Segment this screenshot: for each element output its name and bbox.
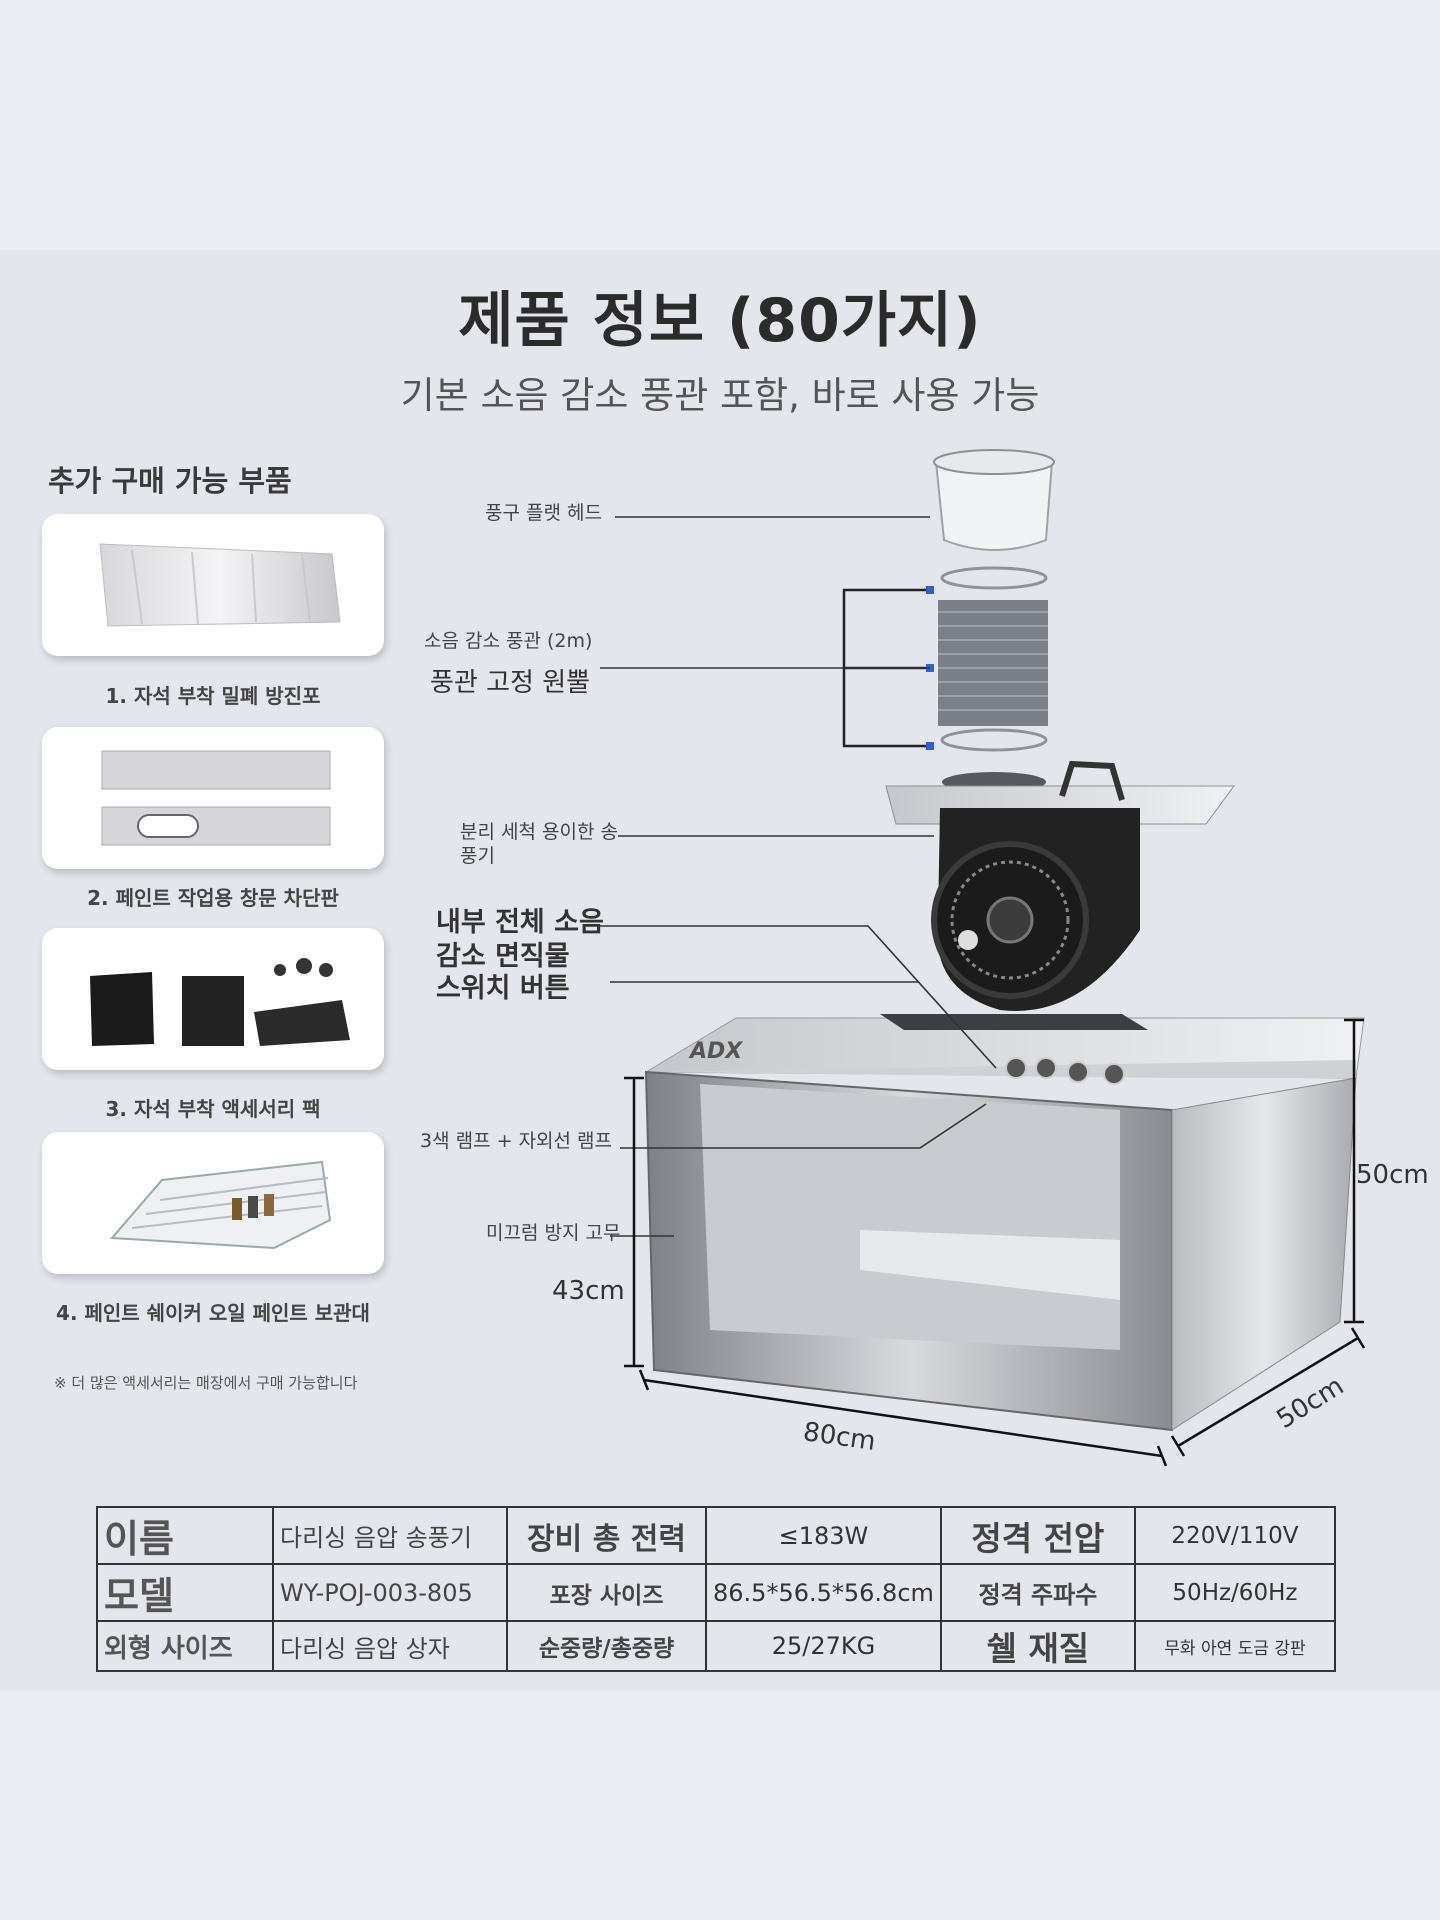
top-band: [0, 0, 1440, 250]
knob-icon: [1103, 1063, 1125, 1085]
spec-value: 86.5*56.5*56.8cm: [705, 1563, 942, 1622]
spec-value: ≤183W: [705, 1506, 942, 1565]
spec-value: WY-POJ-003-805: [272, 1563, 508, 1622]
spec-key: 순중량/총중량: [506, 1620, 707, 1672]
accessory-card-window-panel: [42, 727, 384, 869]
spec-key: 정격 전압: [939, 1506, 1136, 1565]
spec-key: 쉘 재질: [939, 1620, 1136, 1672]
callout-duct: 소음 감소 풍관 (2m): [424, 630, 593, 652]
duct-part: [938, 600, 1048, 726]
callout-duct-ring: 풍관 고정 원뿔: [430, 668, 591, 698]
bottom-band: [0, 1690, 1440, 1920]
fan-part: [885, 760, 1235, 1011]
page-title: 제품 정보 (80가지): [458, 286, 982, 356]
dimension-lines: [624, 1018, 1366, 1467]
accessory-card-dust-cover: [42, 514, 384, 656]
product-illustration: ADX: [600, 449, 1366, 1467]
knob-icon: [1067, 1061, 1089, 1083]
callout-flat-head: 풍구 플랫 헤드: [485, 502, 602, 524]
knob-icon: [1035, 1057, 1057, 1079]
accessory-label-1: 1. 자석 부착 밀폐 방진포: [105, 684, 321, 708]
callout-fan: 분리 세척 용이한 송풍기: [460, 821, 618, 867]
spec-value: 50Hz/60Hz: [1133, 1563, 1337, 1622]
duct-ring-top: [940, 566, 1048, 590]
marker-dot: [926, 586, 934, 594]
cabinet-part: [644, 1014, 1365, 1432]
spec-value: 220V/110V: [1133, 1506, 1337, 1565]
spec-value: 다리싱 음압 송풍기: [272, 1506, 508, 1565]
accessory-label-2: 2. 페인트 작업용 창문 차단판: [87, 886, 339, 910]
window-panel-image: [101, 750, 331, 846]
knob-icon: [1005, 1057, 1027, 1079]
spec-key: 이름: [96, 1506, 274, 1565]
accessory-card-paint-rack: [42, 1132, 384, 1274]
accessory-card-accessory-pack: [42, 928, 384, 1070]
table-row: 이름 다리싱 음압 송풍기 장비 총 전력 ≤183W 정격 전압 220V/1…: [96, 1506, 1337, 1565]
paint-rack-image: [109, 1160, 332, 1250]
page-subtitle: 기본 소음 감소 풍관 포함, 바로 사용 가능: [400, 374, 1040, 417]
accessory-label-3: 3. 자석 부착 액세서리 팩: [105, 1097, 321, 1121]
callout-foam: 내부 전체 소음 감소 면직물: [436, 907, 604, 972]
accessory-pack-image: [90, 958, 350, 1046]
spec-key: 정격 주파수: [939, 1563, 1136, 1622]
spec-value: 다리싱 음압 상자: [272, 1620, 508, 1672]
spec-value: 무화 아연 도금 강판: [1133, 1620, 1337, 1672]
dim-height-outer: 50cm: [1356, 1160, 1429, 1190]
duct-ring-bottom: [940, 728, 1048, 752]
brand-logo: ADX: [688, 1039, 743, 1064]
spec-value: 25/27KG: [705, 1620, 942, 1672]
callout-lamp: 3색 램프 + 자외선 램프: [420, 1130, 613, 1152]
spec-key: 외형 사이즈: [96, 1620, 274, 1672]
spec-key: 포장 사이즈: [506, 1563, 707, 1622]
callout-switch: 스위치 버튼: [436, 973, 570, 1004]
spec-table: 이름 다리싱 음압 송풍기 장비 총 전력 ≤183W 정격 전압 220V/1…: [96, 1506, 1337, 1672]
flat-head-part: [933, 449, 1055, 551]
callout-lines: [600, 516, 997, 1237]
accessory-label-4: 4. 페인트 쉐이커 오일 페인트 보관대: [56, 1301, 370, 1325]
dim-height-inner: 43cm: [552, 1276, 625, 1306]
spec-key: 모델: [96, 1563, 274, 1622]
accessories-note: ※ 더 많은 액세서리는 매장에서 구매 가능합니다: [54, 1374, 358, 1392]
table-row: 외형 사이즈 다리싱 음압 상자 순중량/총중량 25/27KG 쉘 재질 무화…: [96, 1620, 1337, 1672]
accessories-heading: 추가 구매 가능 부품: [48, 464, 292, 498]
spec-key: 장비 총 전력: [506, 1506, 707, 1565]
table-row: 모델 WY-POJ-003-805 포장 사이즈 86.5*56.5*56.8c…: [96, 1563, 1337, 1622]
callout-rubber: 미끄럼 방지 고무: [486, 1222, 621, 1244]
marker-dot: [926, 742, 934, 750]
dust-cover-image: [99, 543, 341, 627]
